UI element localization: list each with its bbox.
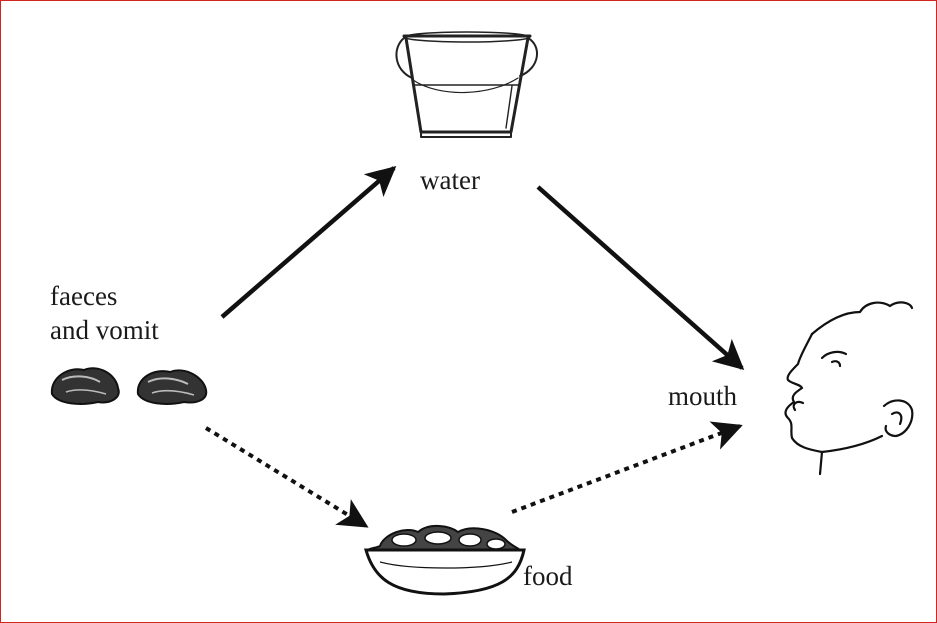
arrow-water-to-mouth: [536, 185, 745, 370]
bucket-icon: [395, 31, 538, 138]
arrow-faeces-to-food: [204, 426, 369, 528]
food-bowl-icon: [364, 525, 526, 596]
arrow-food-to-mouth: [511, 421, 743, 514]
label-source-line2: and vomit: [50, 314, 159, 345]
label-water: water: [420, 165, 480, 195]
label-food: food: [523, 561, 573, 591]
face-profile-icon: [784, 301, 914, 476]
label-mouth: mouth: [668, 381, 738, 411]
arrow-faeces-to-water: [220, 166, 397, 319]
label-faeces-and-vomit: faeces and vomit: [50, 280, 159, 348]
label-source-line1: faeces: [50, 281, 118, 311]
faeces-pile-icon: [50, 367, 208, 405]
